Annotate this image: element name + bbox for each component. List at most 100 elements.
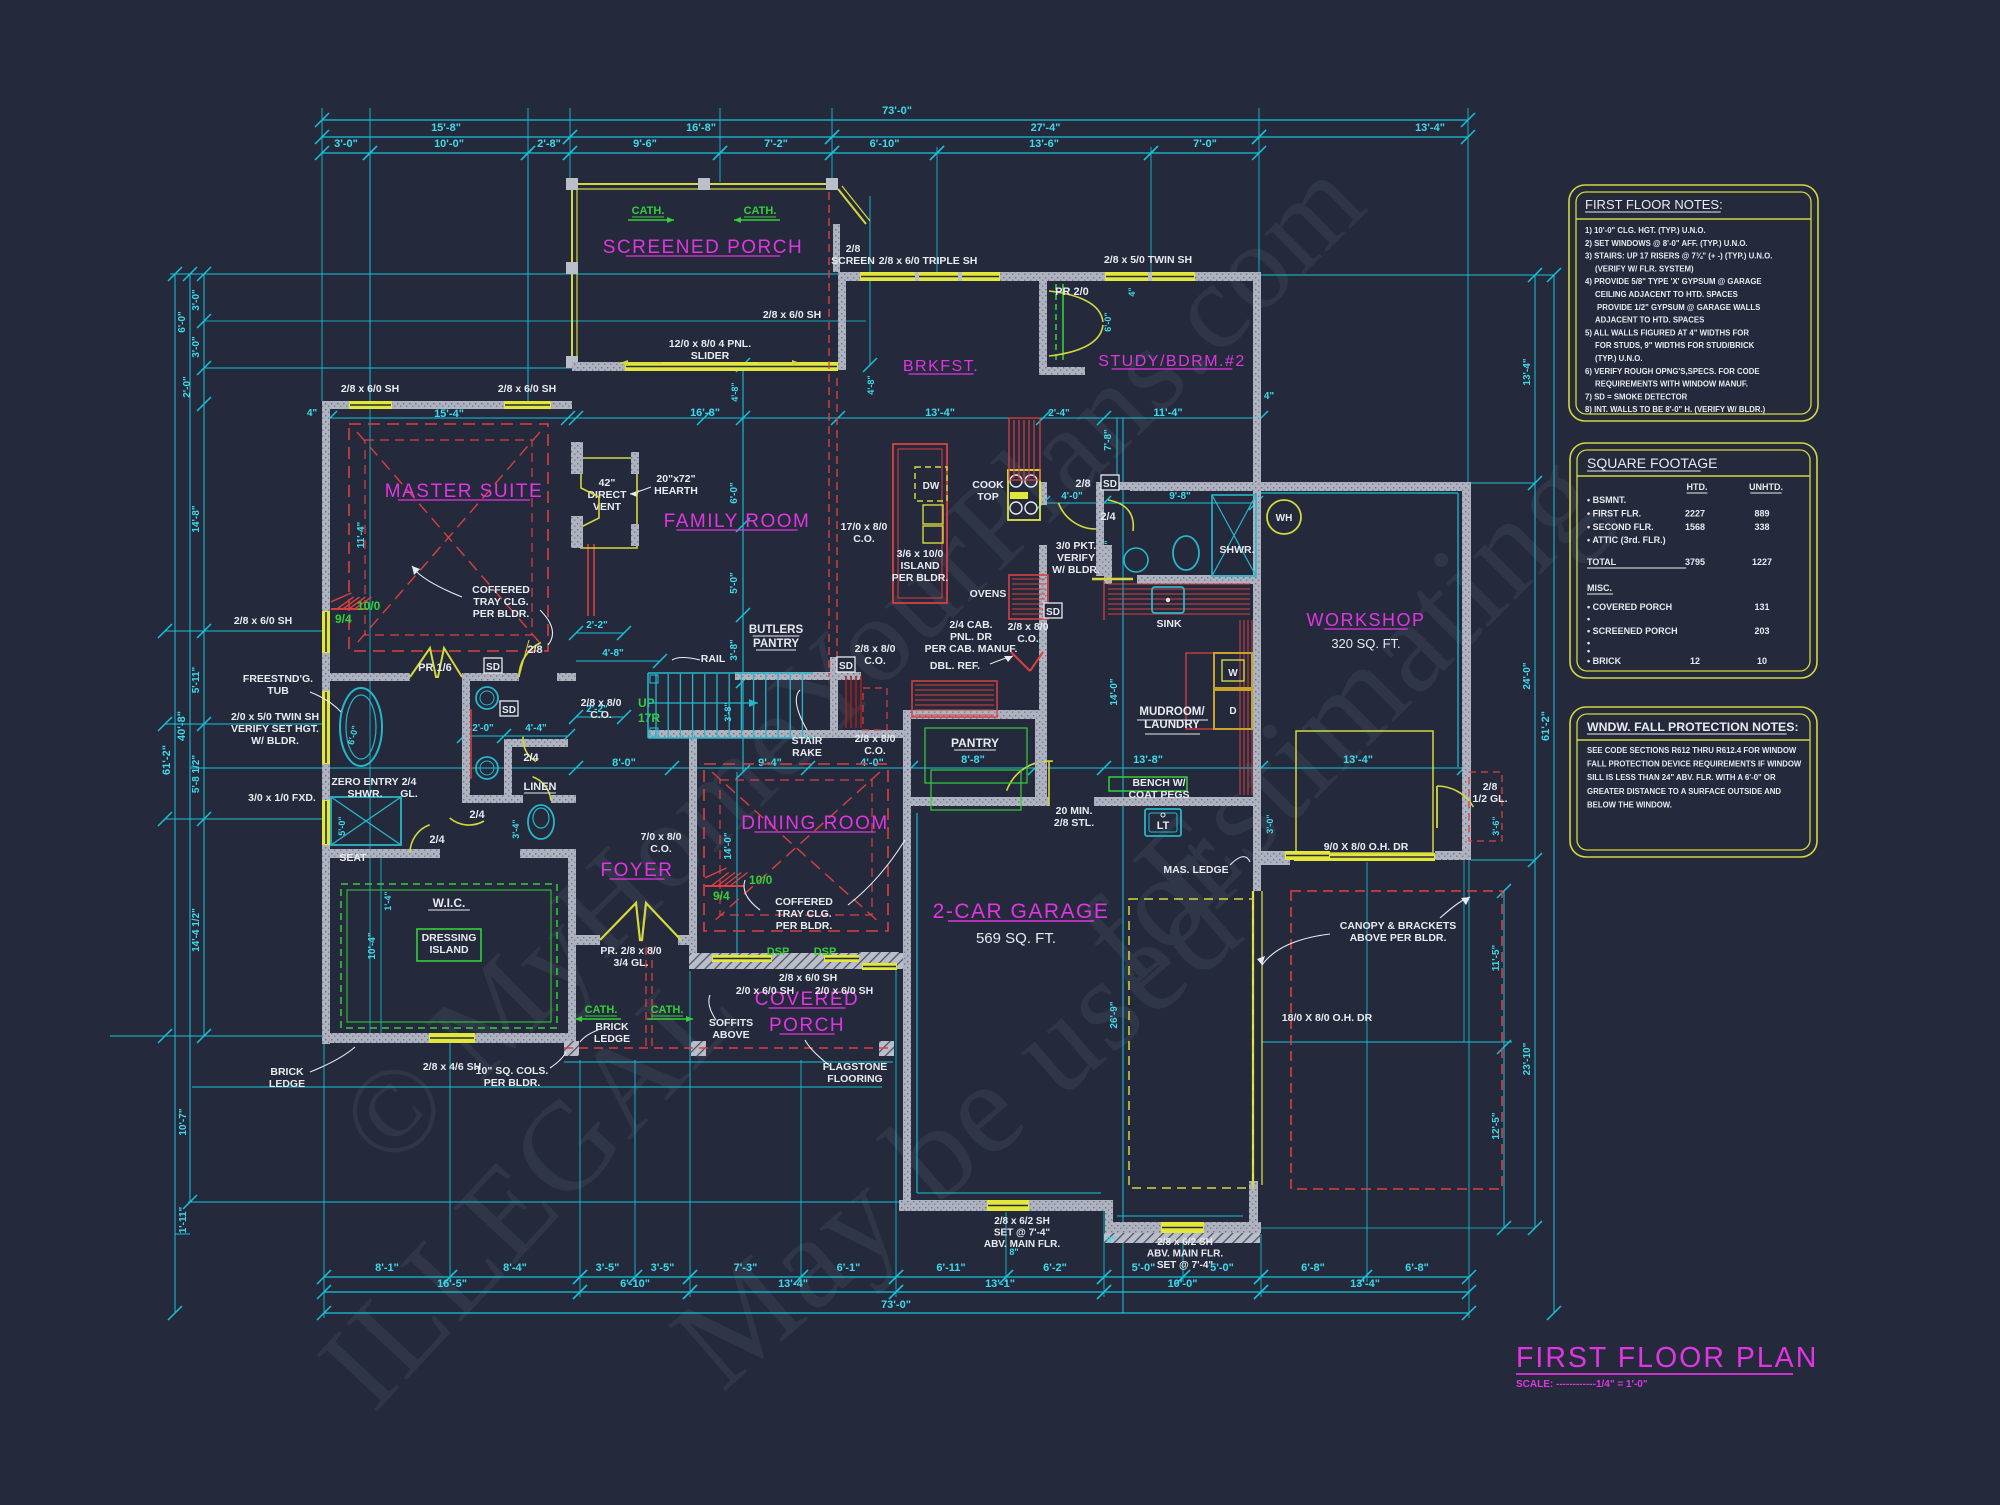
svg-text:7'-0": 7'-0"	[1193, 138, 1217, 150]
svg-text:10'-0": 10'-0"	[434, 138, 464, 150]
svg-text:SEAT: SEAT	[339, 852, 367, 864]
svg-text:2/4: 2/4	[469, 809, 485, 821]
svg-text:7/0 x 8/0: 7/0 x 8/0	[641, 831, 682, 843]
svg-text:6'-1": 6'-1"	[837, 1262, 861, 1274]
svg-text:2/4: 2/4	[523, 752, 539, 764]
svg-text:9'-6": 9'-6"	[633, 138, 657, 150]
svg-text:PER BLDR.: PER BLDR.	[892, 572, 949, 584]
svg-text:4'-0": 4'-0"	[1061, 491, 1083, 502]
svg-text:PANTRY: PANTRY	[753, 638, 799, 650]
svg-text:320 SQ. FT.: 320 SQ. FT.	[1331, 636, 1400, 651]
svg-text:5'-0": 5'-0"	[729, 572, 740, 594]
svg-text:2/8 x 8/0: 2/8 x 8/0	[855, 643, 896, 655]
svg-text:17R: 17R	[638, 711, 660, 725]
svg-text:889: 889	[1754, 508, 1769, 518]
svg-text:PER BLDR.: PER BLDR.	[776, 920, 833, 932]
svg-text:C.O.: C.O.	[590, 709, 612, 721]
svg-text:4": 4"	[1127, 287, 1137, 296]
svg-text:BENCH W/: BENCH W/	[1132, 777, 1185, 789]
svg-text:PER BLDR.: PER BLDR.	[484, 1077, 541, 1089]
svg-text:SILL IS LESS THAN 24" ABV. FLR: SILL IS LESS THAN 24" ABV. FLR. WITH A 6…	[1587, 773, 1776, 782]
svg-text:2/8: 2/8	[846, 243, 861, 255]
svg-text:CATH.: CATH.	[651, 1004, 684, 1016]
svg-text:2/8 x 8/0: 2/8 x 8/0	[581, 697, 622, 709]
svg-text:3'-8": 3'-8"	[723, 702, 733, 721]
svg-text:4'-8": 4'-8"	[730, 382, 740, 401]
svg-text:4": 4"	[307, 408, 318, 419]
svg-text:338: 338	[1754, 522, 1769, 532]
svg-text:COFFERED: COFFERED	[472, 584, 530, 596]
svg-text:2/4: 2/4	[1100, 511, 1116, 523]
svg-text:2/8 x 4/6 SH: 2/8 x 4/6 SH	[423, 1061, 481, 1073]
svg-text:12: 12	[1690, 656, 1700, 666]
svg-text:2) SET WINDOWS @ 8'-0" AFF. (T: 2) SET WINDOWS @ 8'-0" AFF. (TYP.) U.N.O…	[1585, 239, 1748, 248]
svg-text:61'-2": 61'-2"	[1540, 711, 1552, 741]
svg-text:10/0: 10/0	[749, 873, 773, 887]
svg-text:GREATER DISTANCE TO A SURFACE: GREATER DISTANCE TO A SURFACE OUTSIDE AN…	[1587, 787, 1781, 796]
svg-text:FOYER: FOYER	[601, 860, 674, 881]
svg-text:REQUIREMENTS WITH WINDOW MANUF: REQUIREMENTS WITH WINDOW MANUF.	[1595, 380, 1748, 389]
svg-text:CANOPY & BRACKETS: CANOPY & BRACKETS	[1340, 920, 1456, 932]
svg-text:12'-5": 12'-5"	[1491, 1112, 1502, 1139]
svg-text:W.I.C.: W.I.C.	[433, 896, 466, 910]
svg-text:SHWR.: SHWR.	[348, 788, 383, 800]
svg-text:SCREENED PORCH: SCREENED PORCH	[603, 237, 803, 258]
svg-text:DRESSING: DRESSING	[422, 932, 477, 944]
svg-text:15'-8": 15'-8"	[431, 122, 461, 134]
svg-text:DIRECT: DIRECT	[587, 489, 627, 501]
svg-text:SCALE: ------------1/4" = 1'-0: SCALE: ------------1/4" = 1'-0"	[1516, 1379, 1648, 1390]
svg-text:73'-0": 73'-0"	[882, 105, 912, 117]
svg-text:STAIR: STAIR	[792, 735, 823, 747]
svg-text:COVERED: COVERED	[755, 989, 859, 1010]
svg-text:2'-4": 2'-4"	[1048, 408, 1070, 419]
svg-text:3/0 PKT.: 3/0 PKT.	[1056, 540, 1096, 552]
svg-text:DSP: DSP	[814, 946, 837, 958]
svg-text:BRICK: BRICK	[270, 1066, 304, 1078]
svg-text:FLAGSTONE: FLAGSTONE	[823, 1061, 888, 1073]
svg-text:SOFFITS: SOFFITS	[709, 1017, 753, 1029]
svg-text:SD: SD	[1103, 479, 1117, 490]
svg-text:2'-0": 2'-0"	[472, 723, 494, 734]
svg-text:PR. 2/8 x 8/0: PR. 2/8 x 8/0	[600, 945, 661, 957]
svg-text:ISLAND: ISLAND	[900, 560, 940, 572]
svg-text:1568: 1568	[1685, 522, 1705, 532]
svg-text:15'-4": 15'-4"	[434, 408, 464, 420]
svg-text:(VERIFY W/ FLR. SYSTEM): (VERIFY W/ FLR. SYSTEM)	[1595, 264, 1694, 273]
svg-text:2'-2": 2'-2"	[586, 620, 608, 631]
svg-text:FIRST FLOOR PLAN: FIRST FLOOR PLAN	[1516, 1342, 1818, 1374]
svg-text:C.O.: C.O.	[864, 655, 886, 667]
svg-text:SD: SD	[486, 662, 500, 673]
svg-text:61'-2": 61'-2"	[161, 745, 173, 775]
svg-text:10: 10	[1757, 656, 1767, 666]
svg-text:8'-1": 8'-1"	[375, 1262, 399, 1274]
svg-text:DW: DW	[923, 481, 940, 492]
svg-text:5'-0": 5'-0"	[1210, 1262, 1234, 1274]
svg-text:CATH.: CATH.	[585, 1004, 618, 1016]
svg-text:13'-4": 13'-4"	[778, 1278, 808, 1290]
svg-text:3'-4": 3'-4"	[511, 819, 521, 838]
svg-text:ABOVE: ABOVE	[712, 1029, 749, 1041]
svg-text:ADJACENT TO HTD. SPACES: ADJACENT TO HTD. SPACES	[1595, 316, 1704, 325]
svg-text:2/8: 2/8	[1075, 478, 1090, 490]
svg-text:PROVIDE 1/2" GYPSUM @ GARAGE W: PROVIDE 1/2" GYPSUM @ GARAGE WALLS	[1597, 303, 1760, 312]
svg-text:1) 10'-0" CLG. HGT. (TYP.) U.: 1) 10'-0" CLG. HGT. (TYP.) U.N.O.	[1585, 226, 1706, 235]
svg-text:FREESTND'G.: FREESTND'G.	[243, 673, 313, 685]
svg-text:PR 1/6: PR 1/6	[418, 662, 452, 674]
svg-text:8'-8": 8'-8"	[961, 754, 985, 766]
svg-text:2'-8": 2'-8"	[537, 138, 561, 150]
svg-text:3'-0": 3'-0"	[191, 336, 202, 358]
svg-text:3'-6": 3'-6"	[1491, 816, 1501, 835]
svg-text:MASTER SUITE: MASTER SUITE	[385, 481, 543, 502]
svg-text:16'-8": 16'-8"	[686, 122, 716, 134]
svg-text:1227: 1227	[1752, 557, 1772, 567]
svg-text:14'-0": 14'-0"	[723, 832, 734, 859]
svg-text:FLOORING: FLOORING	[827, 1073, 882, 1085]
svg-text:LINEN: LINEN	[524, 781, 557, 793]
svg-text:16'-5": 16'-5"	[437, 1278, 467, 1290]
svg-text:VERIFY SET HGT.: VERIFY SET HGT.	[231, 723, 319, 735]
svg-text:2227: 2227	[1685, 508, 1705, 518]
svg-text:MUDROOM/: MUDROOM/	[1139, 706, 1205, 718]
svg-text:6'-2": 6'-2"	[1043, 1262, 1067, 1274]
svg-text:9/0 X 8/0 O.H. DR: 9/0 X 8/0 O.H. DR	[1324, 841, 1409, 853]
svg-text:BRICK: BRICK	[595, 1021, 629, 1033]
